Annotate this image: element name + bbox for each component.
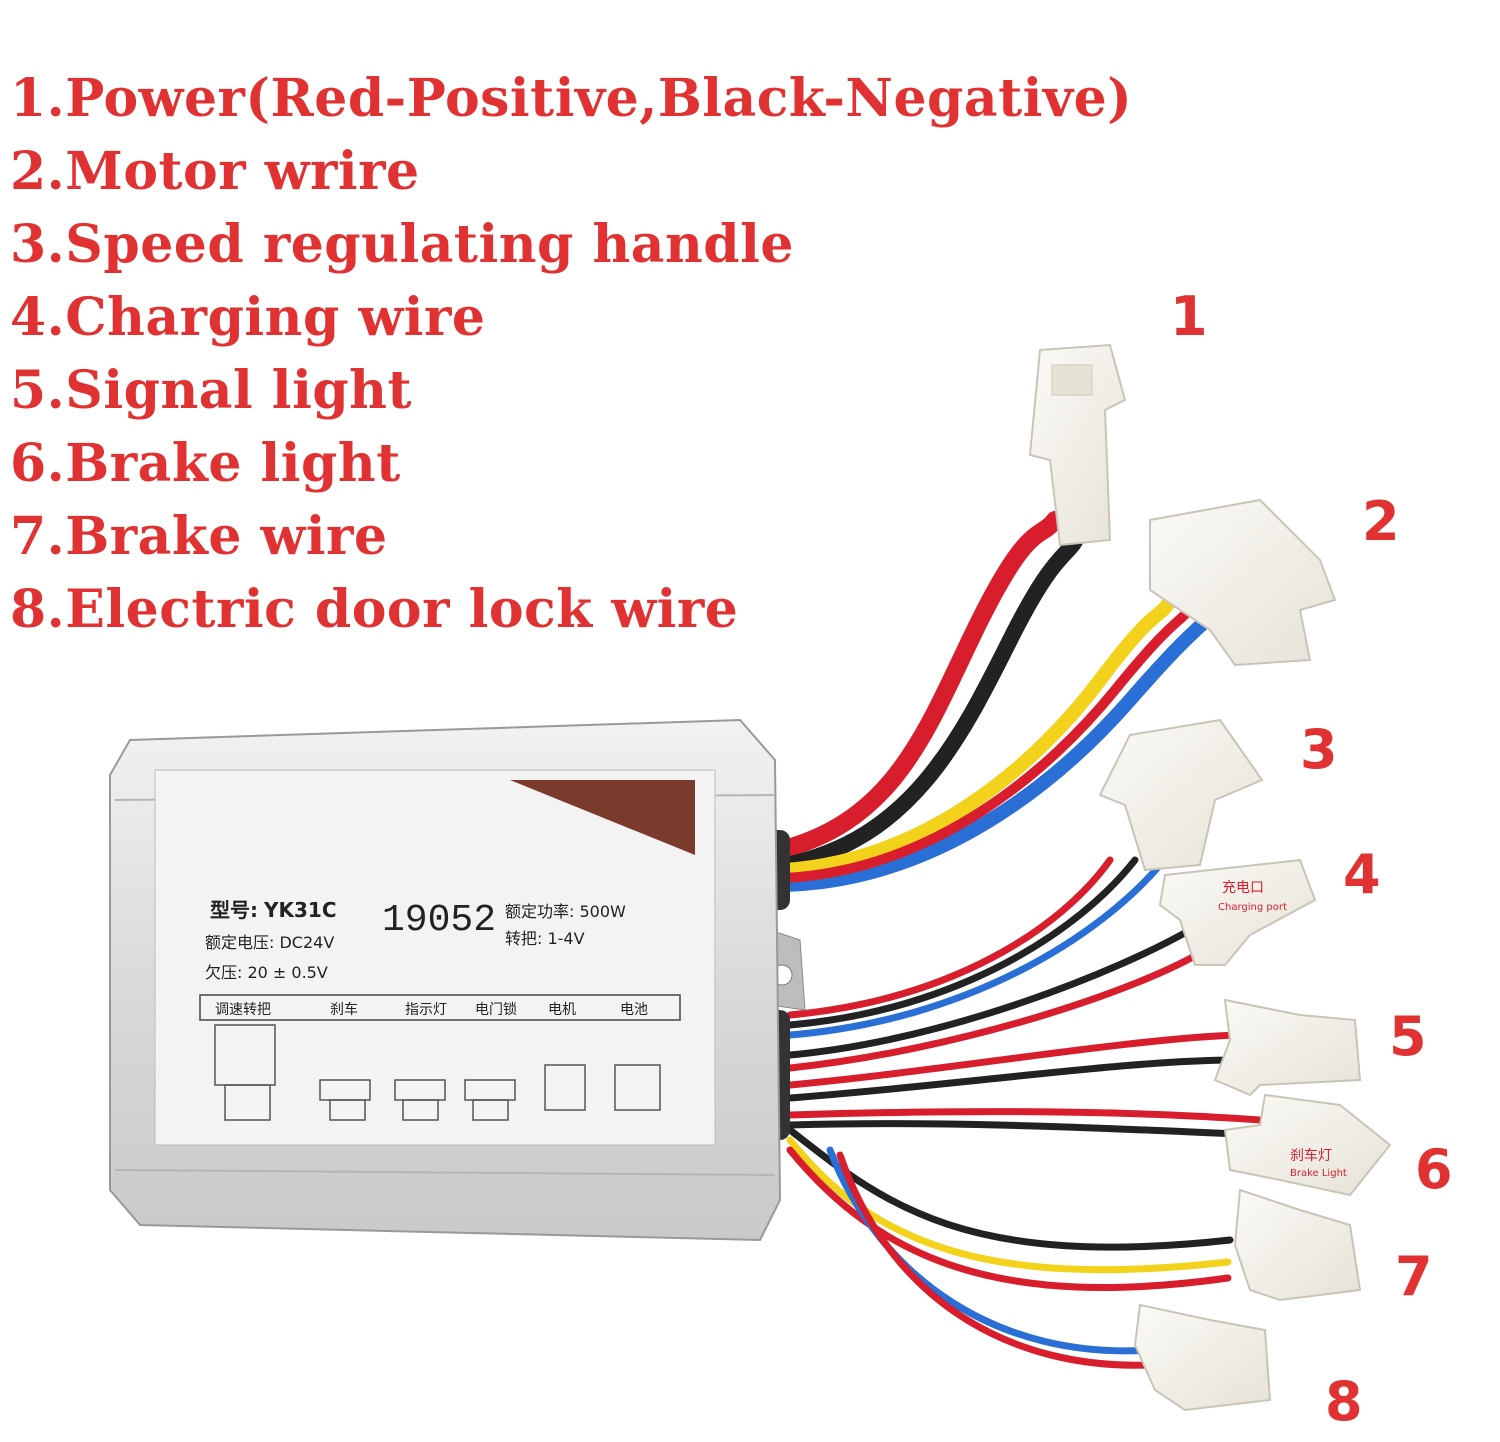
label-port-4: 电机	[548, 1002, 576, 1018]
label-throttle: 转把: 1-4V	[505, 929, 585, 948]
label-port-0: 调速转把	[215, 1002, 271, 1018]
label-port-3: 电门锁	[475, 1002, 517, 1018]
connector-brake-light: 刹车灯 Brake Light	[1223, 1093, 1392, 1197]
legend-item-power: 1.Power(Red-Positive,Black-Negative)	[10, 68, 1133, 129]
callout-6: 6	[1415, 1138, 1453, 1201]
wires-motor	[778, 593, 1222, 892]
charging-tag-cn: 充电口	[1222, 880, 1264, 896]
callout-2: 2	[1362, 490, 1400, 553]
connector-door-lock	[1133, 1303, 1272, 1412]
controller-label: 型号: YK31C 19052 额定功率: 500W 额定电压: DC24V 转…	[199, 898, 681, 1121]
controller-housing	[109, 718, 806, 1242]
brake-tag-cn: 刹车灯	[1290, 1147, 1332, 1164]
legend-item-brake-light: 6.Brake light	[10, 433, 401, 494]
label-accent-stripe	[510, 780, 695, 855]
callout-1: 1	[1170, 285, 1208, 348]
callout-5: 5	[1389, 1005, 1427, 1068]
label-port-5: 电池	[620, 1002, 648, 1018]
callout-4: 4	[1343, 843, 1381, 906]
callout-7: 7	[1395, 1245, 1433, 1308]
label-port-1: 刹车	[330, 1001, 358, 1018]
connector-signal-light	[1213, 998, 1362, 1097]
wires-charging	[786, 926, 1209, 1072]
wires-signal	[786, 1031, 1239, 1102]
connector-power	[1028, 343, 1127, 547]
legend-item-door-lock: 8.Electric door lock wire	[10, 579, 739, 640]
brake-tag-en: Brake Light	[1290, 1168, 1347, 1179]
callout-3: 3	[1300, 718, 1338, 781]
label-rated-power: 额定功率: 500W	[505, 902, 626, 921]
callout-8: 8	[1325, 1370, 1363, 1433]
label-model-prefix: 型号:	[210, 898, 258, 922]
wires-brake	[786, 1126, 1234, 1291]
wires-power	[771, 511, 1088, 873]
wires-handle	[786, 856, 1164, 1039]
label-serial: 19052	[382, 899, 496, 942]
wires-door-lock	[826, 1146, 1154, 1369]
wires-brake-light	[786, 1108, 1266, 1139]
connector-brake	[1233, 1188, 1362, 1302]
label-rated-voltage: 额定电压: DC24V	[205, 933, 334, 952]
legend-item-signal-light: 5.Signal light	[10, 360, 413, 421]
charging-tag-en: Charging port	[1218, 902, 1287, 913]
label-undervoltage: 欠压: 20 ± 0.5V	[205, 963, 328, 982]
legend-item-motor: 2.Motor wrire	[10, 141, 420, 202]
legend-list: 1.Power(Red-Positive,Black-Negative) 2.M…	[10, 62, 1132, 646]
connector-motor	[1149, 498, 1337, 667]
legend-item-brake-wire: 7.Brake wire	[10, 506, 388, 567]
legend-item-charging: 4.Charging wire	[10, 287, 486, 348]
legend-item-speed-handle: 3.Speed regulating handle	[10, 214, 794, 275]
connector-speed-handle	[1098, 718, 1264, 872]
label-model: YK31C	[263, 898, 337, 922]
connector-charging: 充电口 Charging port	[1158, 858, 1317, 966]
label-port-2: 指示灯	[405, 1002, 447, 1018]
